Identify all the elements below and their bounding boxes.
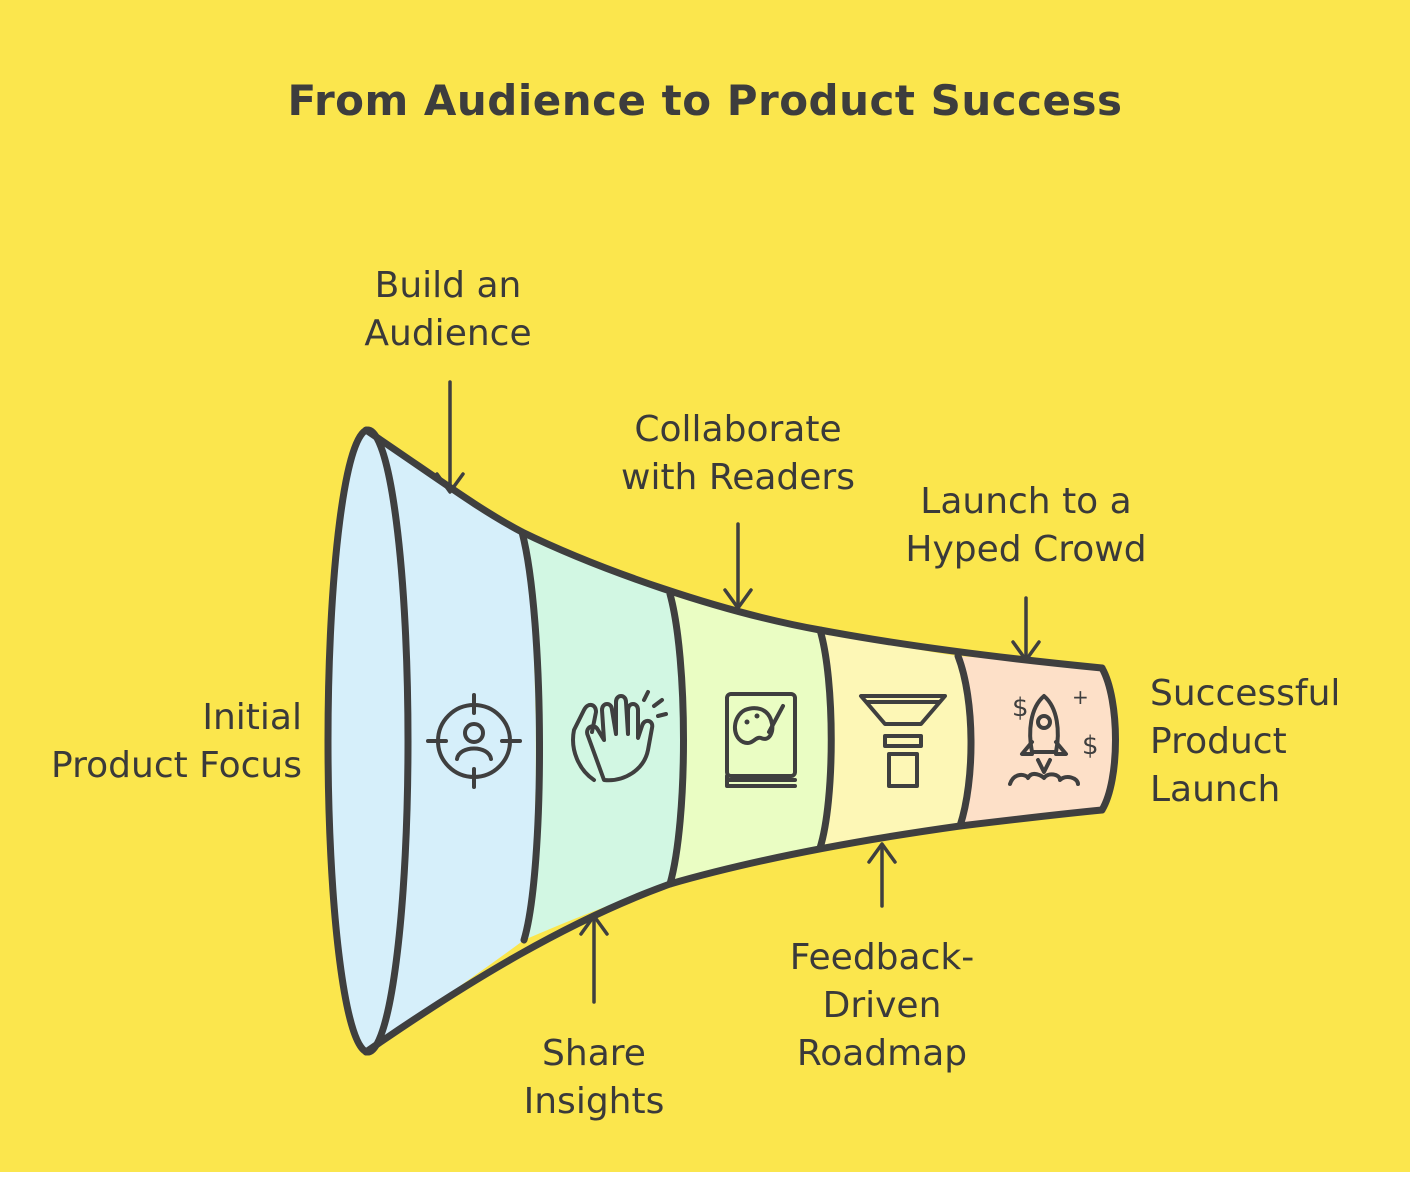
build-audience-label: Build an Audience [364, 265, 532, 354]
feedback-roadmap-arrow [867, 842, 897, 908]
funnel-icon [859, 694, 947, 788]
svg-text:$: $ [1012, 693, 1029, 723]
initial-product-focus-label: Initial Product Focus [51, 697, 302, 786]
target-person-icon [426, 693, 522, 789]
rocket-money-icon: $ $ + [1008, 685, 1099, 786]
diagram-title: From Audience to Product Success [287, 76, 1123, 125]
collaborate-arrow [723, 522, 753, 610]
stage-1-fill [366, 430, 536, 1052]
svg-text:$: $ [1082, 731, 1099, 761]
stage-5-fill [958, 656, 1114, 826]
build-audience-arrow [435, 380, 465, 494]
art-book-icon [725, 692, 797, 788]
svg-text:+: + [1072, 685, 1089, 709]
share-insights-arrow [579, 914, 609, 1004]
launch-crowd-label: Launch to a Hyped Crowd [905, 481, 1147, 570]
stage-3-fill [670, 594, 829, 884]
clapping-hands-icon [571, 690, 668, 783]
feedback-roadmap-label: Feedback- Driven Roadmap [789, 937, 975, 1074]
share-insights-label: Share Insights [523, 1033, 665, 1122]
collaborate-label: Collaborate with Readers [621, 409, 855, 498]
funnel-opening [324, 426, 412, 1056]
stage-4-fill [820, 630, 969, 848]
launch-crowd-arrow [1011, 596, 1041, 662]
successful-launch-label: Successful Product Launch [1150, 673, 1341, 810]
